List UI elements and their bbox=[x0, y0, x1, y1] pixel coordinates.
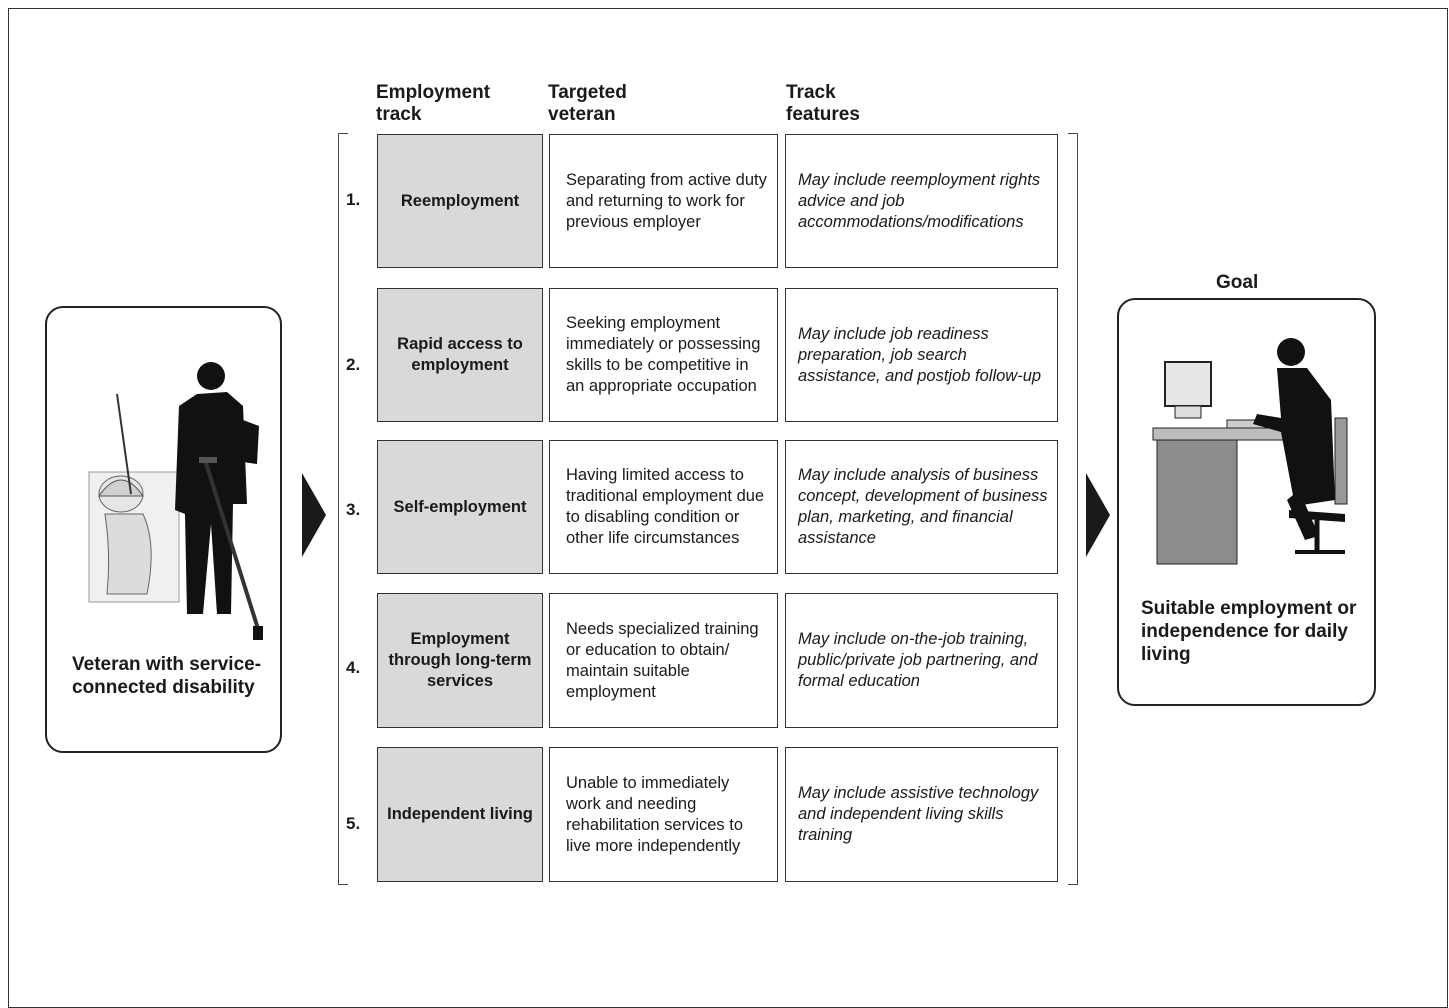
track-cell-independent-living: Independent living bbox=[377, 747, 543, 882]
row-number: 5. bbox=[346, 814, 361, 833]
goal-title: Goal bbox=[1216, 272, 1259, 293]
track-features-cell: May include assistive technology and ind… bbox=[785, 747, 1058, 882]
veteran-box: Veteran with service-connected disabilit… bbox=[45, 306, 282, 753]
track-cell-long-term-services: Employment through long-term services bbox=[377, 593, 543, 728]
track-features-cell: May include on-the-job training, public/… bbox=[785, 593, 1058, 728]
row-number: 2. bbox=[346, 355, 361, 374]
left-bracket bbox=[338, 133, 348, 885]
right-bracket bbox=[1068, 133, 1078, 885]
track-features-cell: May include reemployment rights advice a… bbox=[785, 134, 1058, 268]
goal-box: Suitable employment or independence for … bbox=[1117, 298, 1376, 706]
track-features-cell: May include job readiness preparation, j… bbox=[785, 288, 1058, 422]
arrow-right-icon bbox=[302, 473, 326, 557]
veteran-silhouette-icon bbox=[88, 362, 263, 640]
targeted-veteran-cell: Having limited access to traditional emp… bbox=[549, 440, 778, 574]
targeted-veteran-cell: Needs specialized training or education … bbox=[549, 593, 778, 728]
row-number: 4. bbox=[346, 658, 361, 677]
goal-label: Suitable employment or independence for … bbox=[1141, 598, 1357, 665]
targeted-veteran-cell: Separating from active duty and returnin… bbox=[549, 134, 778, 268]
arrow-right-icon bbox=[1086, 473, 1110, 557]
track-cell-self-employment: Self-employment bbox=[377, 440, 543, 574]
track-cell-rapid-access: Rapid access to employment bbox=[377, 288, 543, 422]
header-track-features: Track features bbox=[786, 82, 860, 125]
computer-worker-icon bbox=[1152, 338, 1348, 565]
row-number: 3. bbox=[346, 500, 361, 519]
row-number: 1. bbox=[346, 190, 361, 209]
targeted-veteran-cell: Seeking employment immediately or posses… bbox=[549, 288, 778, 422]
track-features-cell: May include analysis of business concept… bbox=[785, 440, 1058, 574]
targeted-veteran-cell: Unable to immediately work and needing r… bbox=[549, 747, 778, 882]
veteran-label: Veteran with service-connected disabilit… bbox=[72, 654, 262, 698]
track-cell-reemployment: Reemployment bbox=[377, 134, 543, 268]
header-targeted-veteran: Targeted veteran bbox=[548, 82, 627, 125]
header-employment-track: Employment track bbox=[376, 82, 491, 125]
